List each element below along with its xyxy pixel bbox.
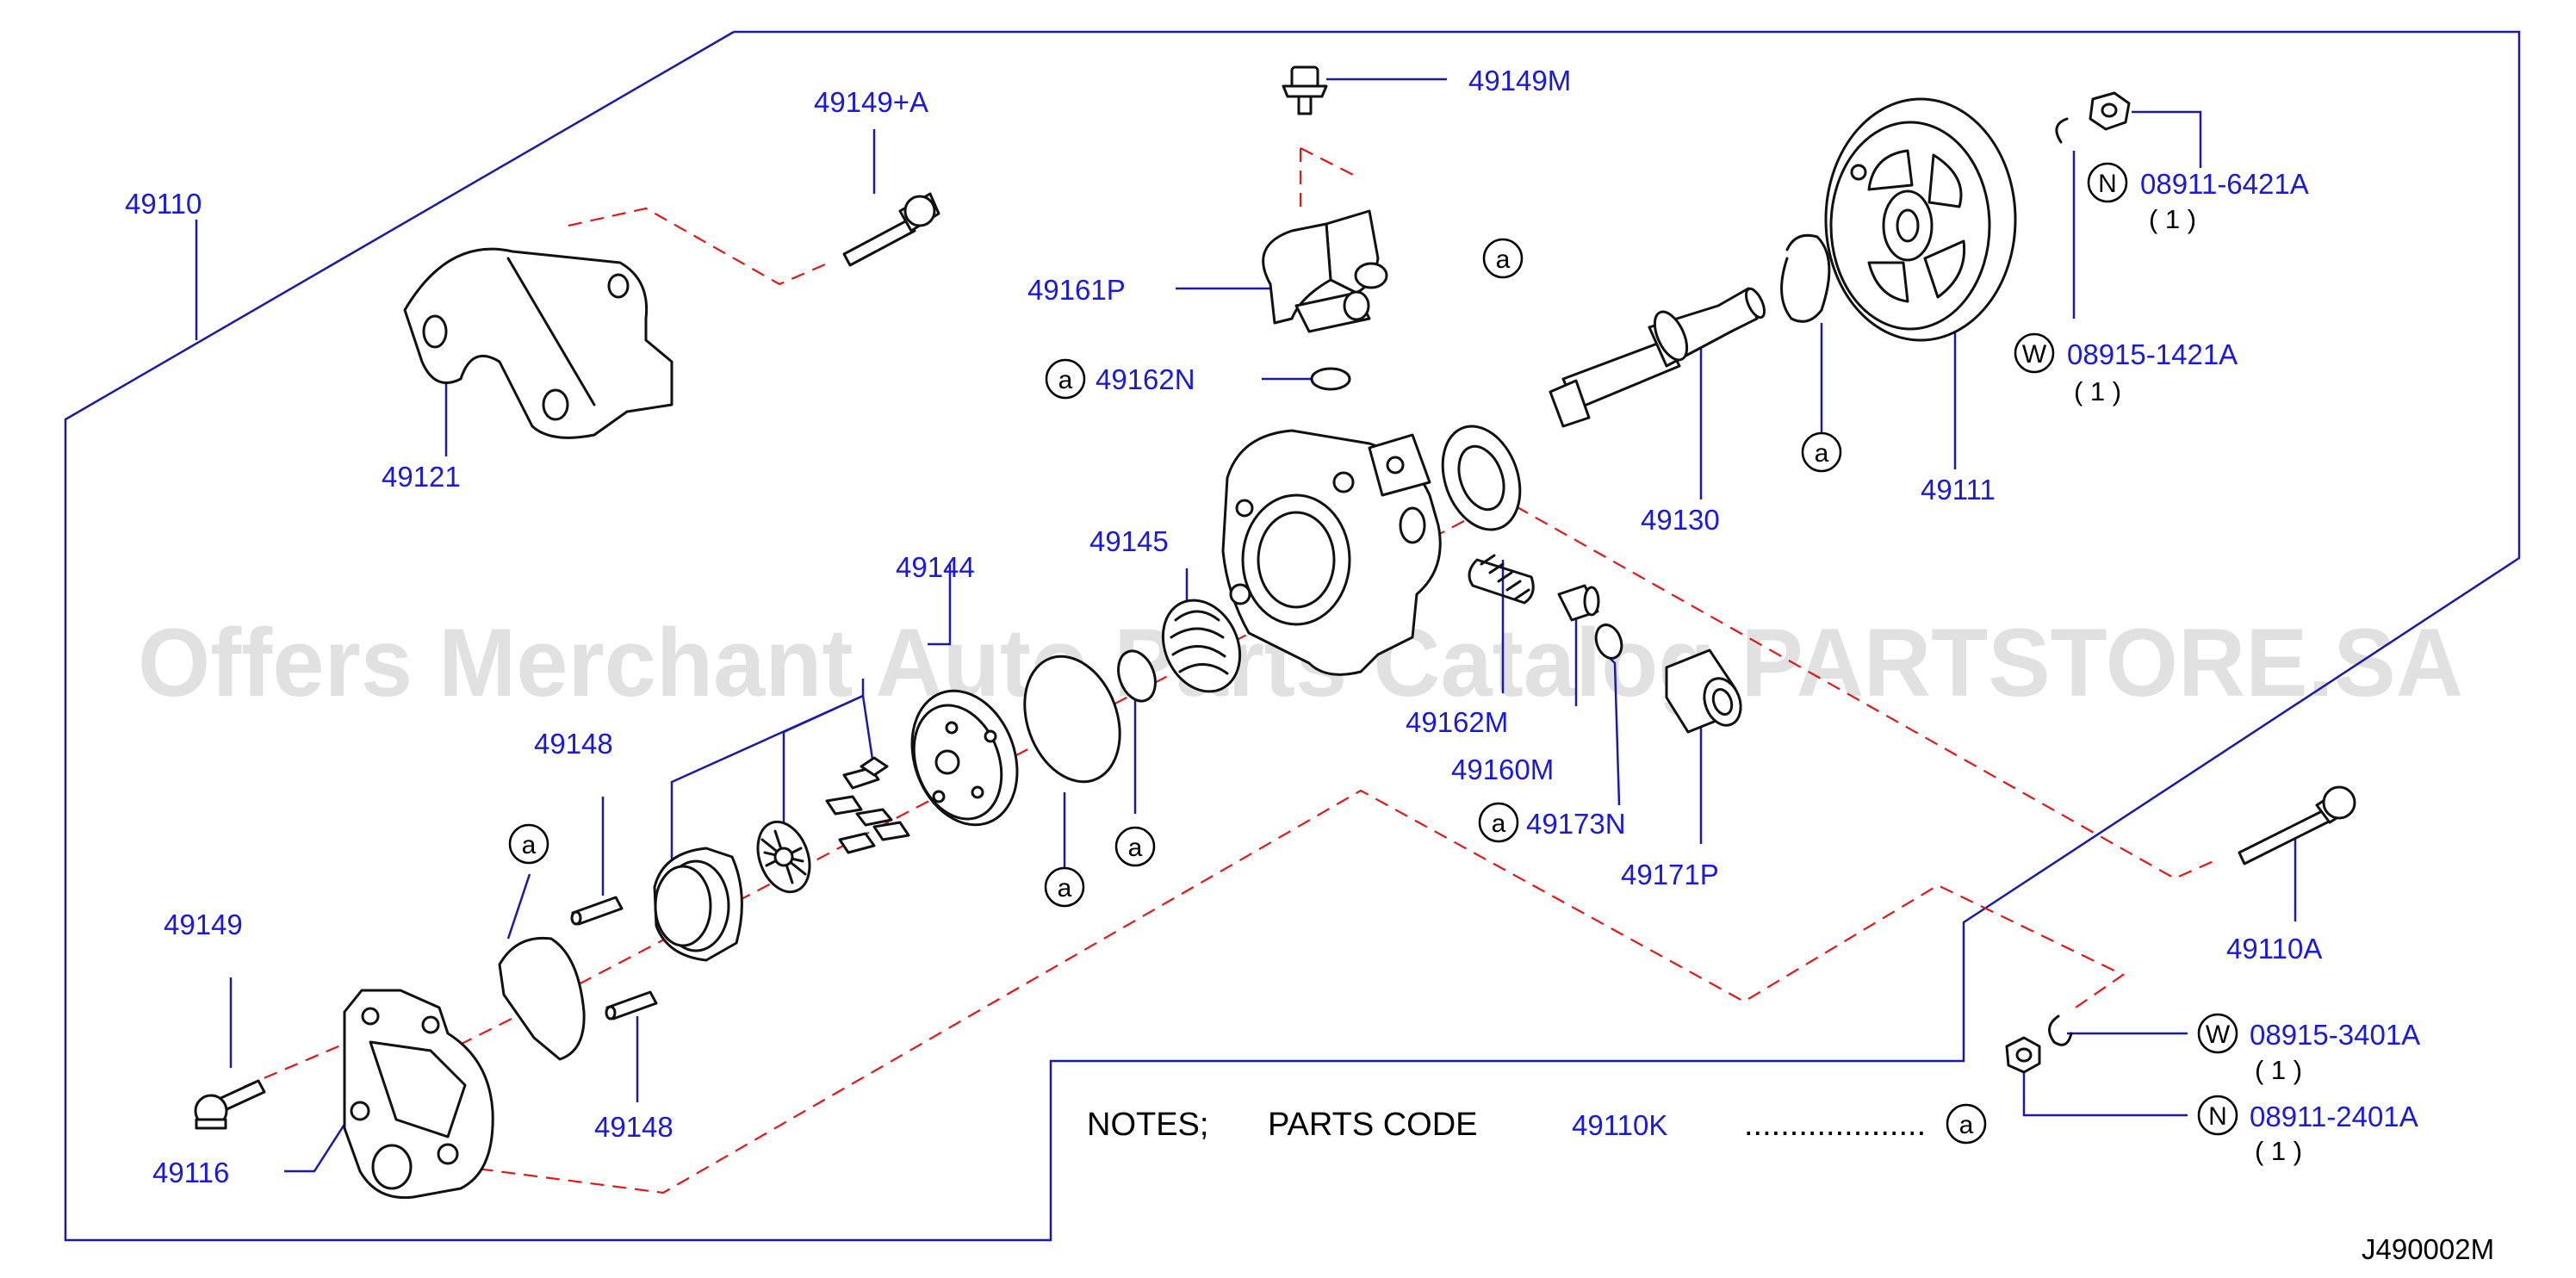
label-49110[interactable]: 49110 xyxy=(125,188,202,220)
part-pump-body[interactable] xyxy=(1221,429,1442,676)
part-pulley-49111[interactable] xyxy=(1824,97,2017,342)
part-connector-49171p[interactable] xyxy=(1665,648,1747,734)
svg-text:W: W xyxy=(2022,340,2047,369)
part-flow-valve-49160m[interactable] xyxy=(1557,584,1600,622)
svg-text:N: N xyxy=(2208,1102,2227,1131)
part-valve-spring-49162m[interactable] xyxy=(1468,554,1535,605)
label-08915-1421a[interactable]: 08915-1421A xyxy=(2067,338,2238,370)
label-49111[interactable]: 49111 xyxy=(1921,474,1996,506)
part-nut-and-washer-top[interactable] xyxy=(2055,91,2131,144)
ref-w-top: W xyxy=(2014,332,2055,374)
part-rear-cover-49116[interactable] xyxy=(343,989,494,1200)
part-gasket-oval[interactable] xyxy=(1008,643,1136,796)
part-spring-49145[interactable] xyxy=(1149,587,1255,704)
ref-a-gasket-oval: a xyxy=(1044,866,1085,908)
label-49110a[interactable]: 49110A xyxy=(2226,933,2322,965)
label-49171p[interactable]: 49171P xyxy=(1621,859,1719,890)
quantity-labels: ( 1 ) ( 1 ) ( 1 ) ( 1 ) xyxy=(2074,204,2302,1166)
label-49162m[interactable]: 49162M xyxy=(1406,706,1508,738)
label-49116[interactable]: 49116 xyxy=(152,1157,229,1188)
notes-section: NOTES; PARTS CODE 49110K ...............… xyxy=(1087,1107,1926,1143)
ref-a-notes: a xyxy=(1946,1103,1987,1145)
part-cam-ring[interactable] xyxy=(653,847,743,962)
ref-w-bottom: W xyxy=(2197,1013,2238,1054)
label-49110k[interactable]: 49110K xyxy=(1572,1109,1667,1141)
svg-text:a: a xyxy=(1128,834,1143,862)
ref-n-top: N xyxy=(2087,162,2128,203)
label-49145[interactable]: 49145 xyxy=(1089,525,1169,557)
notes-dots: .................... xyxy=(1744,1107,1926,1143)
label-49162n[interactable]: 49162N xyxy=(1096,363,1195,395)
label-49173n[interactable]: 49173N xyxy=(1526,808,1626,840)
ref-n-bottom: N xyxy=(2197,1095,2238,1136)
label-49121[interactable]: 49121 xyxy=(382,461,461,493)
ref-a-pulley-seal: a xyxy=(1482,238,1524,279)
part-oring-49173n[interactable] xyxy=(1592,621,1626,661)
svg-text:N: N xyxy=(2098,170,2117,198)
svg-text:a: a xyxy=(1496,245,1511,274)
label-49160m[interactable]: 49160M xyxy=(1451,754,1554,785)
reference-markers: a a a a a a a a xyxy=(508,162,2238,1145)
drawing-code: J490002M xyxy=(2362,1233,2494,1265)
qty-08911-6421a: ( 1 ) xyxy=(2149,204,2196,234)
part-bolt-49110a[interactable] xyxy=(2238,785,2356,865)
ref-a-small-oring: a xyxy=(1114,826,1156,867)
ref-a-snap-ring: a xyxy=(1801,431,1842,473)
part-bolt-49149[interactable] xyxy=(194,1079,266,1130)
part-nut-and-washer-bottom[interactable] xyxy=(2005,1014,2073,1074)
ref-a-49162n: a xyxy=(1045,358,1086,400)
ref-a-gasket-shield: a xyxy=(508,823,549,865)
svg-text:W: W xyxy=(2206,1021,2231,1049)
part-snap-ring[interactable] xyxy=(1780,233,1831,323)
label-49161p[interactable]: 49161P xyxy=(1027,274,1126,306)
label-08911-2401a[interactable]: 08911-2401A xyxy=(2250,1101,2418,1132)
svg-text:a: a xyxy=(1058,366,1073,394)
svg-text:a: a xyxy=(1959,1111,1974,1139)
label-49144[interactable]: 49144 xyxy=(896,551,975,583)
svg-text:a: a xyxy=(1815,439,1829,468)
label-49149[interactable]: 49149 xyxy=(164,909,243,940)
label-49130[interactable]: 49130 xyxy=(1641,504,1720,536)
part-bolt-49149m[interactable] xyxy=(1282,65,1328,115)
svg-text:a: a xyxy=(522,831,537,859)
ref-a-49173n: a xyxy=(1478,802,1519,843)
part-seal-ring[interactable] xyxy=(1429,415,1533,540)
part-pin-upper-49148[interactable] xyxy=(570,896,624,926)
qty-08915-1421a: ( 1 ) xyxy=(2074,376,2121,406)
part-pin-lower-49148[interactable] xyxy=(605,990,658,1021)
label-49148-lower[interactable]: 49148 xyxy=(594,1111,673,1143)
part-bracket-49121[interactable] xyxy=(403,247,673,439)
label-49148-upper[interactable]: 49148 xyxy=(534,728,613,760)
part-labels: 49110 49149+A 49149M 49161P 49162N 49121… xyxy=(125,65,2420,1188)
parts-code-label: PARTS CODE xyxy=(1268,1107,1478,1143)
notes-label: NOTES; xyxy=(1087,1107,1208,1143)
part-rotor[interactable] xyxy=(748,815,818,899)
svg-text:a: a xyxy=(1492,810,1506,838)
label-08911-6421a[interactable]: 08911-6421A xyxy=(2140,168,2309,200)
part-bolt-49149-a[interactable] xyxy=(842,192,940,267)
qty-08911-2401a: ( 1 ) xyxy=(2255,1136,2302,1166)
part-oring-49162n[interactable] xyxy=(1310,367,1351,391)
part-plate-49144[interactable] xyxy=(894,676,1035,840)
svg-text:a: a xyxy=(1058,874,1072,903)
assembly-frame xyxy=(64,30,2521,1242)
part-connector-49161p[interactable] xyxy=(1262,209,1388,333)
label-08915-3401a[interactable]: 08915-3401A xyxy=(2250,1019,2420,1051)
qty-08915-3401a: ( 1 ) xyxy=(2255,1055,2302,1085)
part-shaft-49130[interactable] xyxy=(1549,286,1768,428)
label-49149m[interactable]: 49149M xyxy=(1468,65,1571,96)
part-vanes[interactable] xyxy=(825,756,910,854)
part-gasket-shield[interactable] xyxy=(498,936,586,1061)
label-49149-a[interactable]: 49149+A xyxy=(814,86,928,118)
part-small-oring[interactable] xyxy=(1112,646,1162,706)
